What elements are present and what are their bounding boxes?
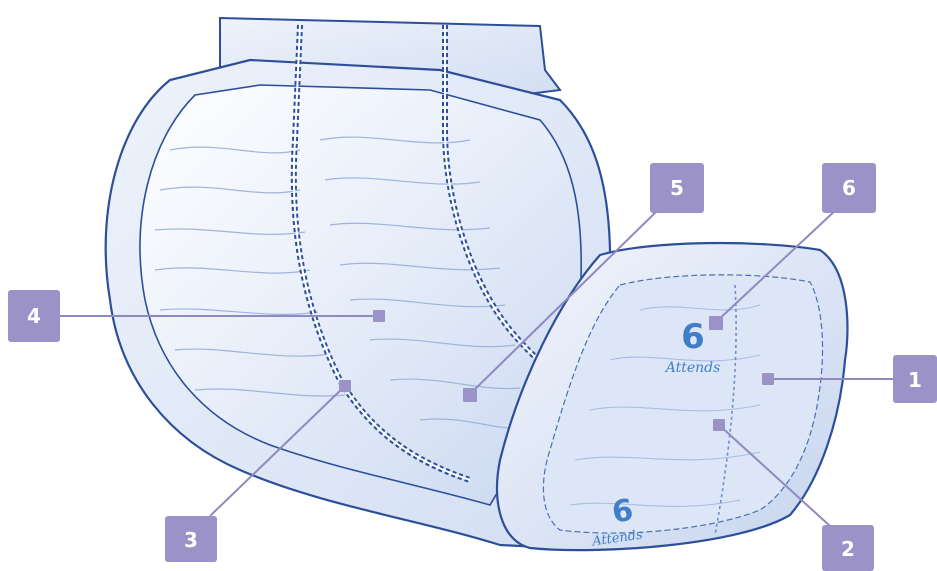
brand-name-upper: Attends [664, 360, 721, 376]
svg-text:4: 4 [27, 304, 41, 328]
svg-text:5: 5 [670, 176, 684, 200]
anchor-point-6 [709, 316, 723, 330]
anchor-point-2 [713, 419, 725, 431]
svg-text:2: 2 [841, 537, 855, 561]
anchor-point-1 [762, 373, 774, 385]
callout-6[interactable]: 6 [822, 163, 876, 213]
incontinence-pad-illustration: 6 Attends 6 Attends [106, 18, 848, 550]
anchor-point-3 [339, 380, 351, 392]
callout-1[interactable]: 1 [893, 355, 937, 403]
callout-2[interactable]: 2 [822, 525, 874, 571]
svg-text:6: 6 [842, 176, 856, 200]
svg-text:3: 3 [184, 528, 198, 552]
anchor-point-4 [373, 310, 385, 322]
callout-3[interactable]: 3 [165, 516, 217, 562]
anchor-point-5 [463, 388, 477, 402]
brand-number-upper: 6 [681, 317, 705, 357]
callout-4[interactable]: 4 [8, 290, 60, 342]
svg-text:1: 1 [908, 368, 922, 392]
callout-5[interactable]: 5 [650, 163, 704, 213]
